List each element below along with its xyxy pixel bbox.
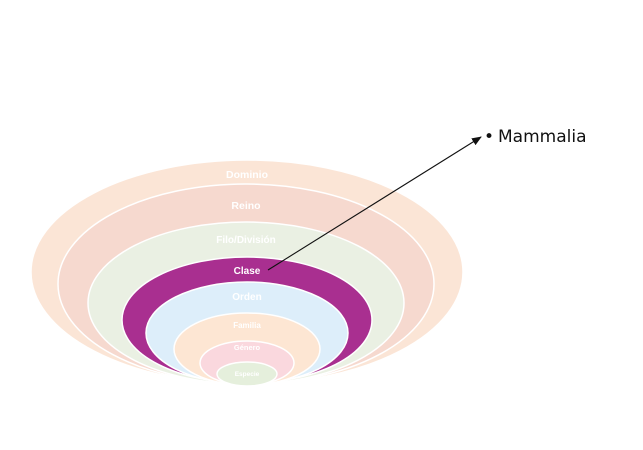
ring-label-filo-division: Filo/División [216,235,275,246]
ring-label-orden: Orden [232,292,261,303]
ring-label-reino: Reino [231,200,260,212]
callout: • Mammalia [267,127,587,271]
ring-label-especie: Especie [235,371,260,378]
callout-label: Mammalia [498,127,587,147]
ring-label-group: DominioReinoFilo/DivisiónClaseOrdenFamil… [216,169,275,378]
callout-arrow [267,136,482,271]
ring-especie [216,361,278,387]
ring-label-clase: Clase [234,266,261,277]
ring-label-genero: Género [234,343,261,352]
callout-bullet: • [484,127,494,147]
ring-label-familia: Familia [233,321,261,330]
ring-label-dominio: Dominio [226,169,268,181]
